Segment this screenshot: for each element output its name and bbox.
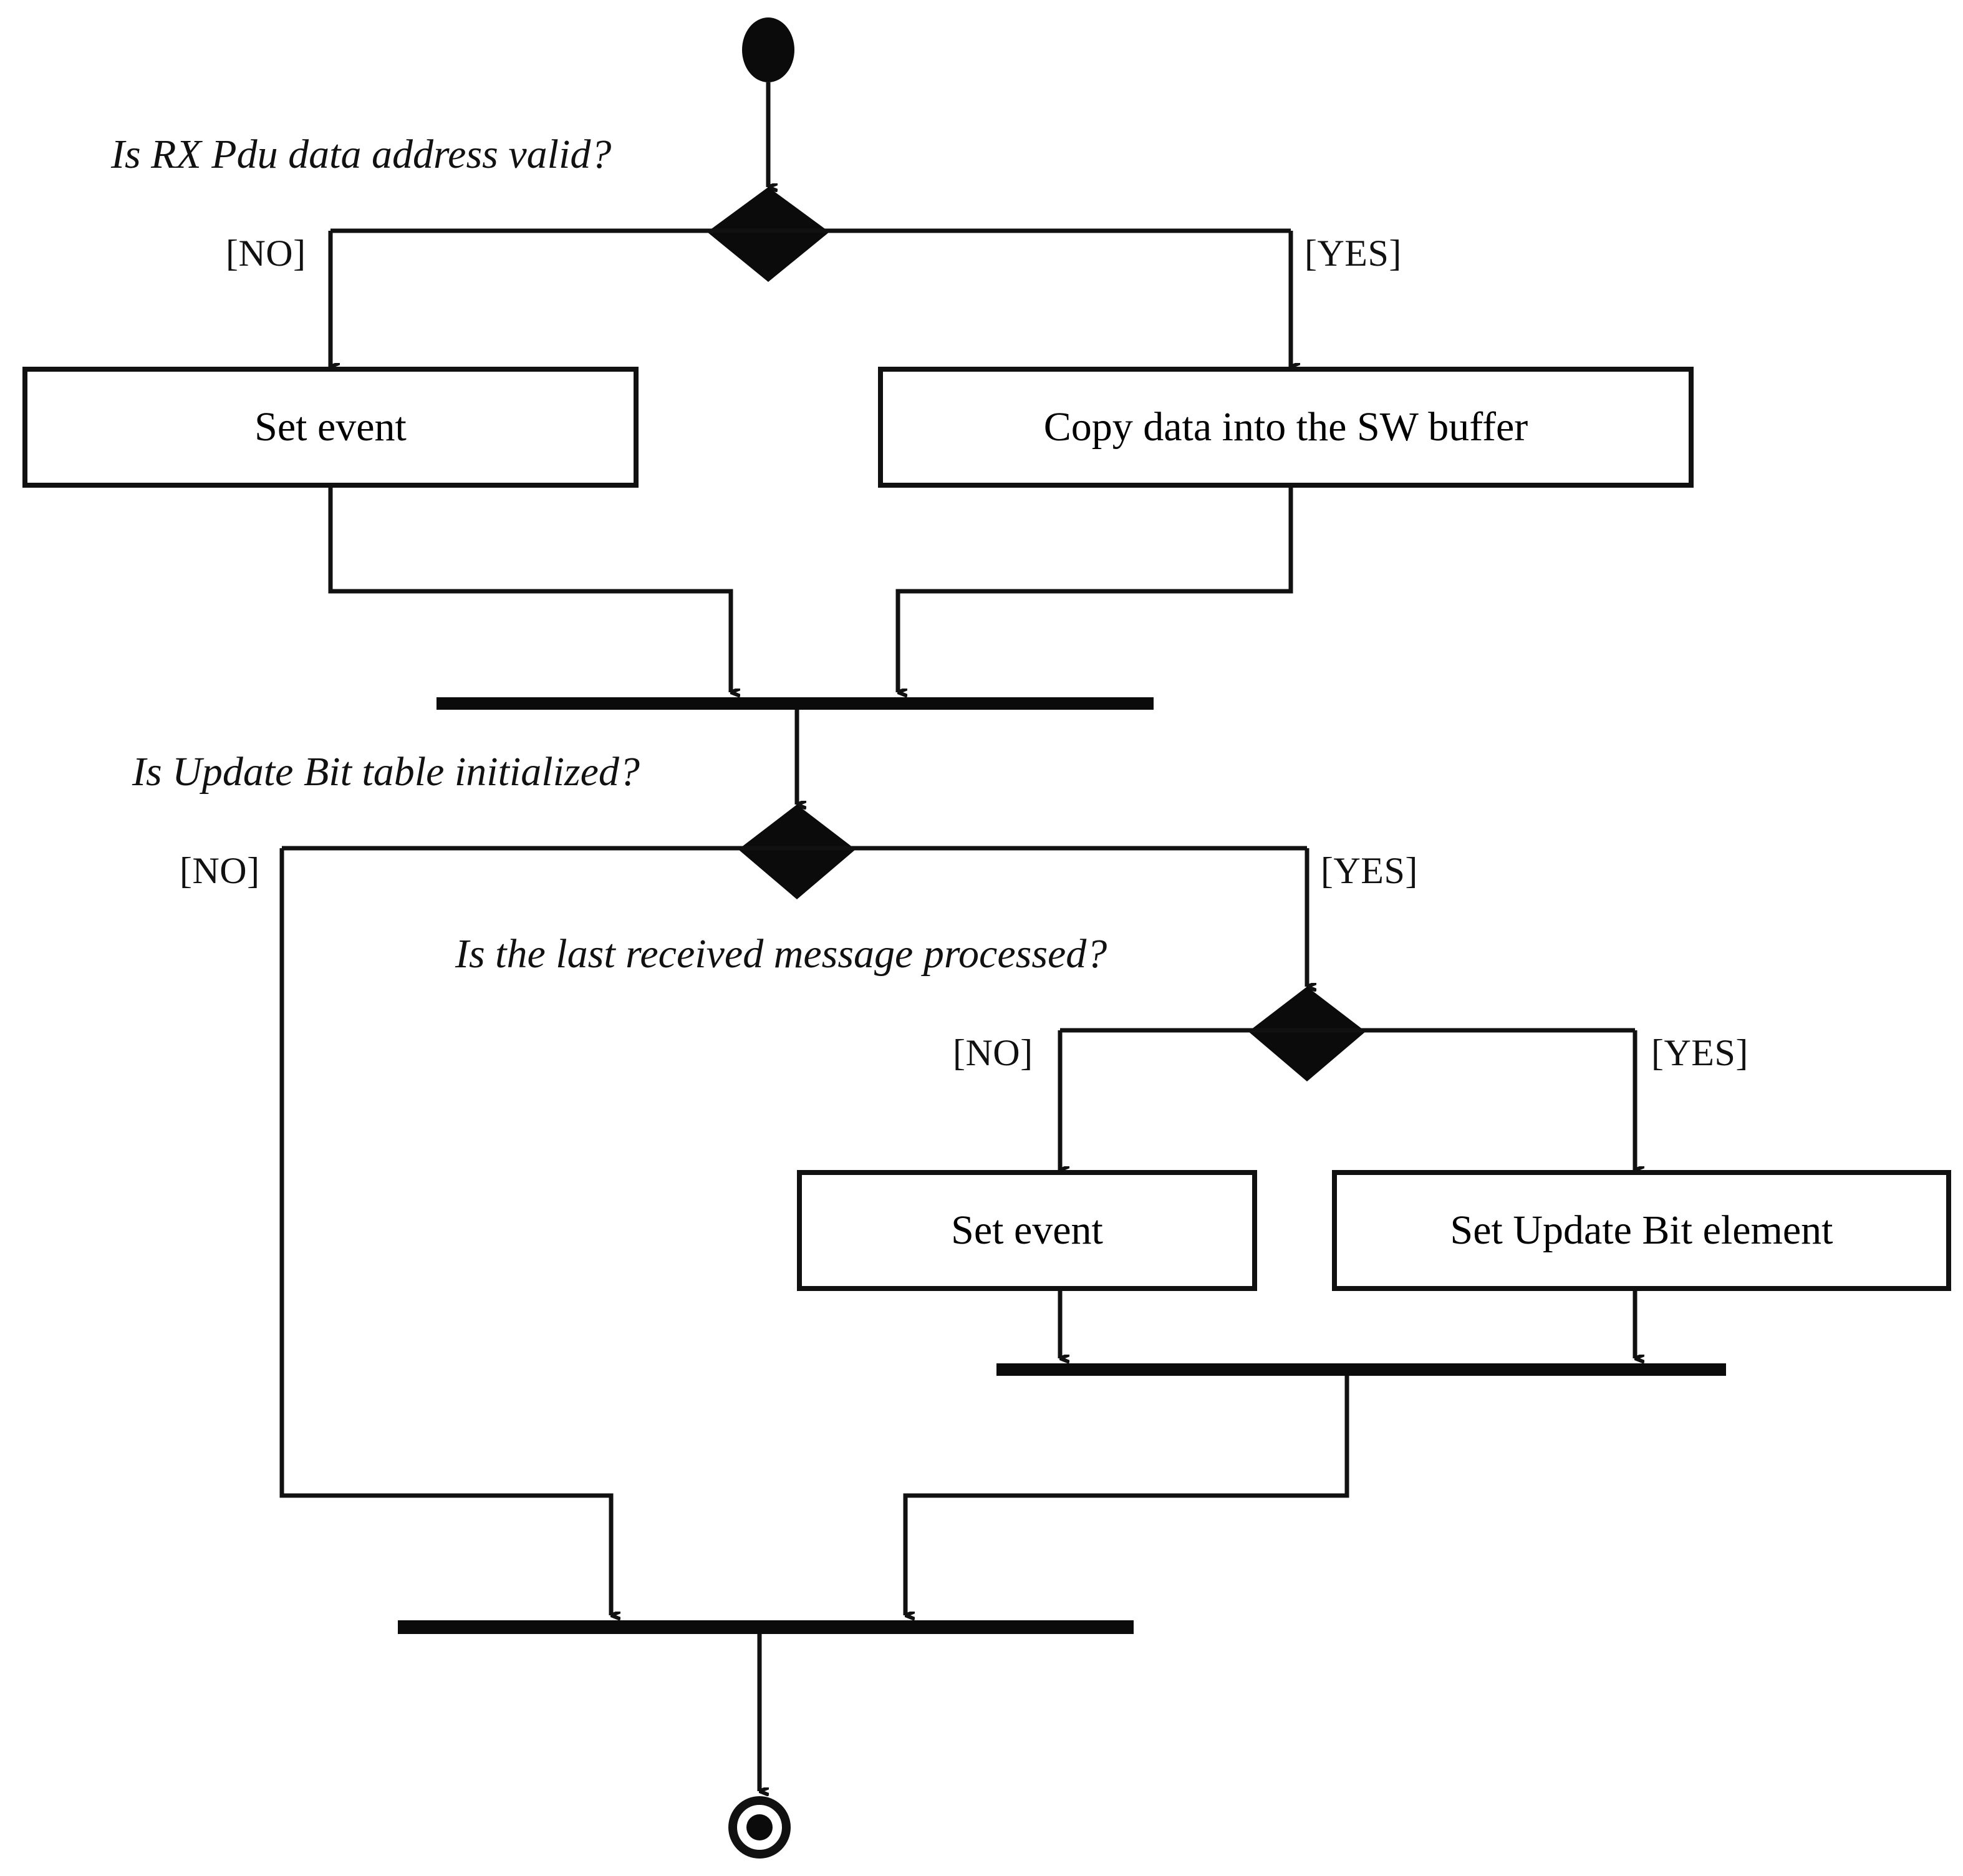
- action-box-set-event-1: [22, 367, 639, 488]
- action-box-set-event-2: [797, 1170, 1257, 1291]
- guard-label-d1-no: [NO]: [226, 233, 306, 274]
- action-label-set-event-1: Set event: [254, 404, 407, 450]
- action-label-wrap-3: Set event: [799, 1172, 1255, 1289]
- decision-node-d3: [1248, 987, 1366, 1081]
- guard-label-d1-yes: [YES]: [1305, 233, 1402, 274]
- decision-label-d3: Is the last received message processed?: [455, 931, 1107, 977]
- guard-label-d3-yes: [YES]: [1651, 1032, 1748, 1073]
- decision-label-d2: Is Update Bit table initialized?: [132, 749, 640, 795]
- action-label-set-update-bit: Set Update Bit element: [1450, 1207, 1833, 1253]
- action-box-set-update-bit: [1332, 1170, 1951, 1291]
- action-label-wrap-4: Set Update Bit element: [1334, 1172, 1949, 1289]
- edge-merge2-to-merge3: [903, 1376, 1349, 1615]
- action-box-copy-data: [878, 367, 1694, 488]
- action-label-wrap-1: Set event: [25, 369, 636, 485]
- decision-node-d1: [707, 187, 829, 282]
- edge-a1-to-merge1: [328, 485, 731, 692]
- merge-bar-2: [996, 1363, 1726, 1376]
- action-label-set-event-2: Set event: [951, 1207, 1103, 1253]
- final-node-outer-ring: [728, 1796, 791, 1859]
- edge-a2-to-merge1: [895, 485, 1293, 692]
- final-node-inner-dot: [746, 1814, 773, 1840]
- action-label-wrap-2: Copy data into the SW buffer: [880, 369, 1691, 485]
- guard-label-d3-no: [NO]: [953, 1032, 1033, 1073]
- decision-label-d1: Is RX Pdu data address valid?: [111, 132, 612, 177]
- guard-label-d2-no: [NO]: [180, 850, 260, 891]
- decision-node-d2: [738, 805, 856, 899]
- edge-d2-no: [279, 848, 611, 1615]
- guard-label-d2-yes: [YES]: [1321, 850, 1418, 891]
- merge-bar-3: [398, 1620, 1134, 1634]
- merge-bar-1: [436, 697, 1154, 710]
- initial-node: [742, 17, 794, 82]
- action-label-copy-data: Copy data into the SW buffer: [1043, 404, 1528, 450]
